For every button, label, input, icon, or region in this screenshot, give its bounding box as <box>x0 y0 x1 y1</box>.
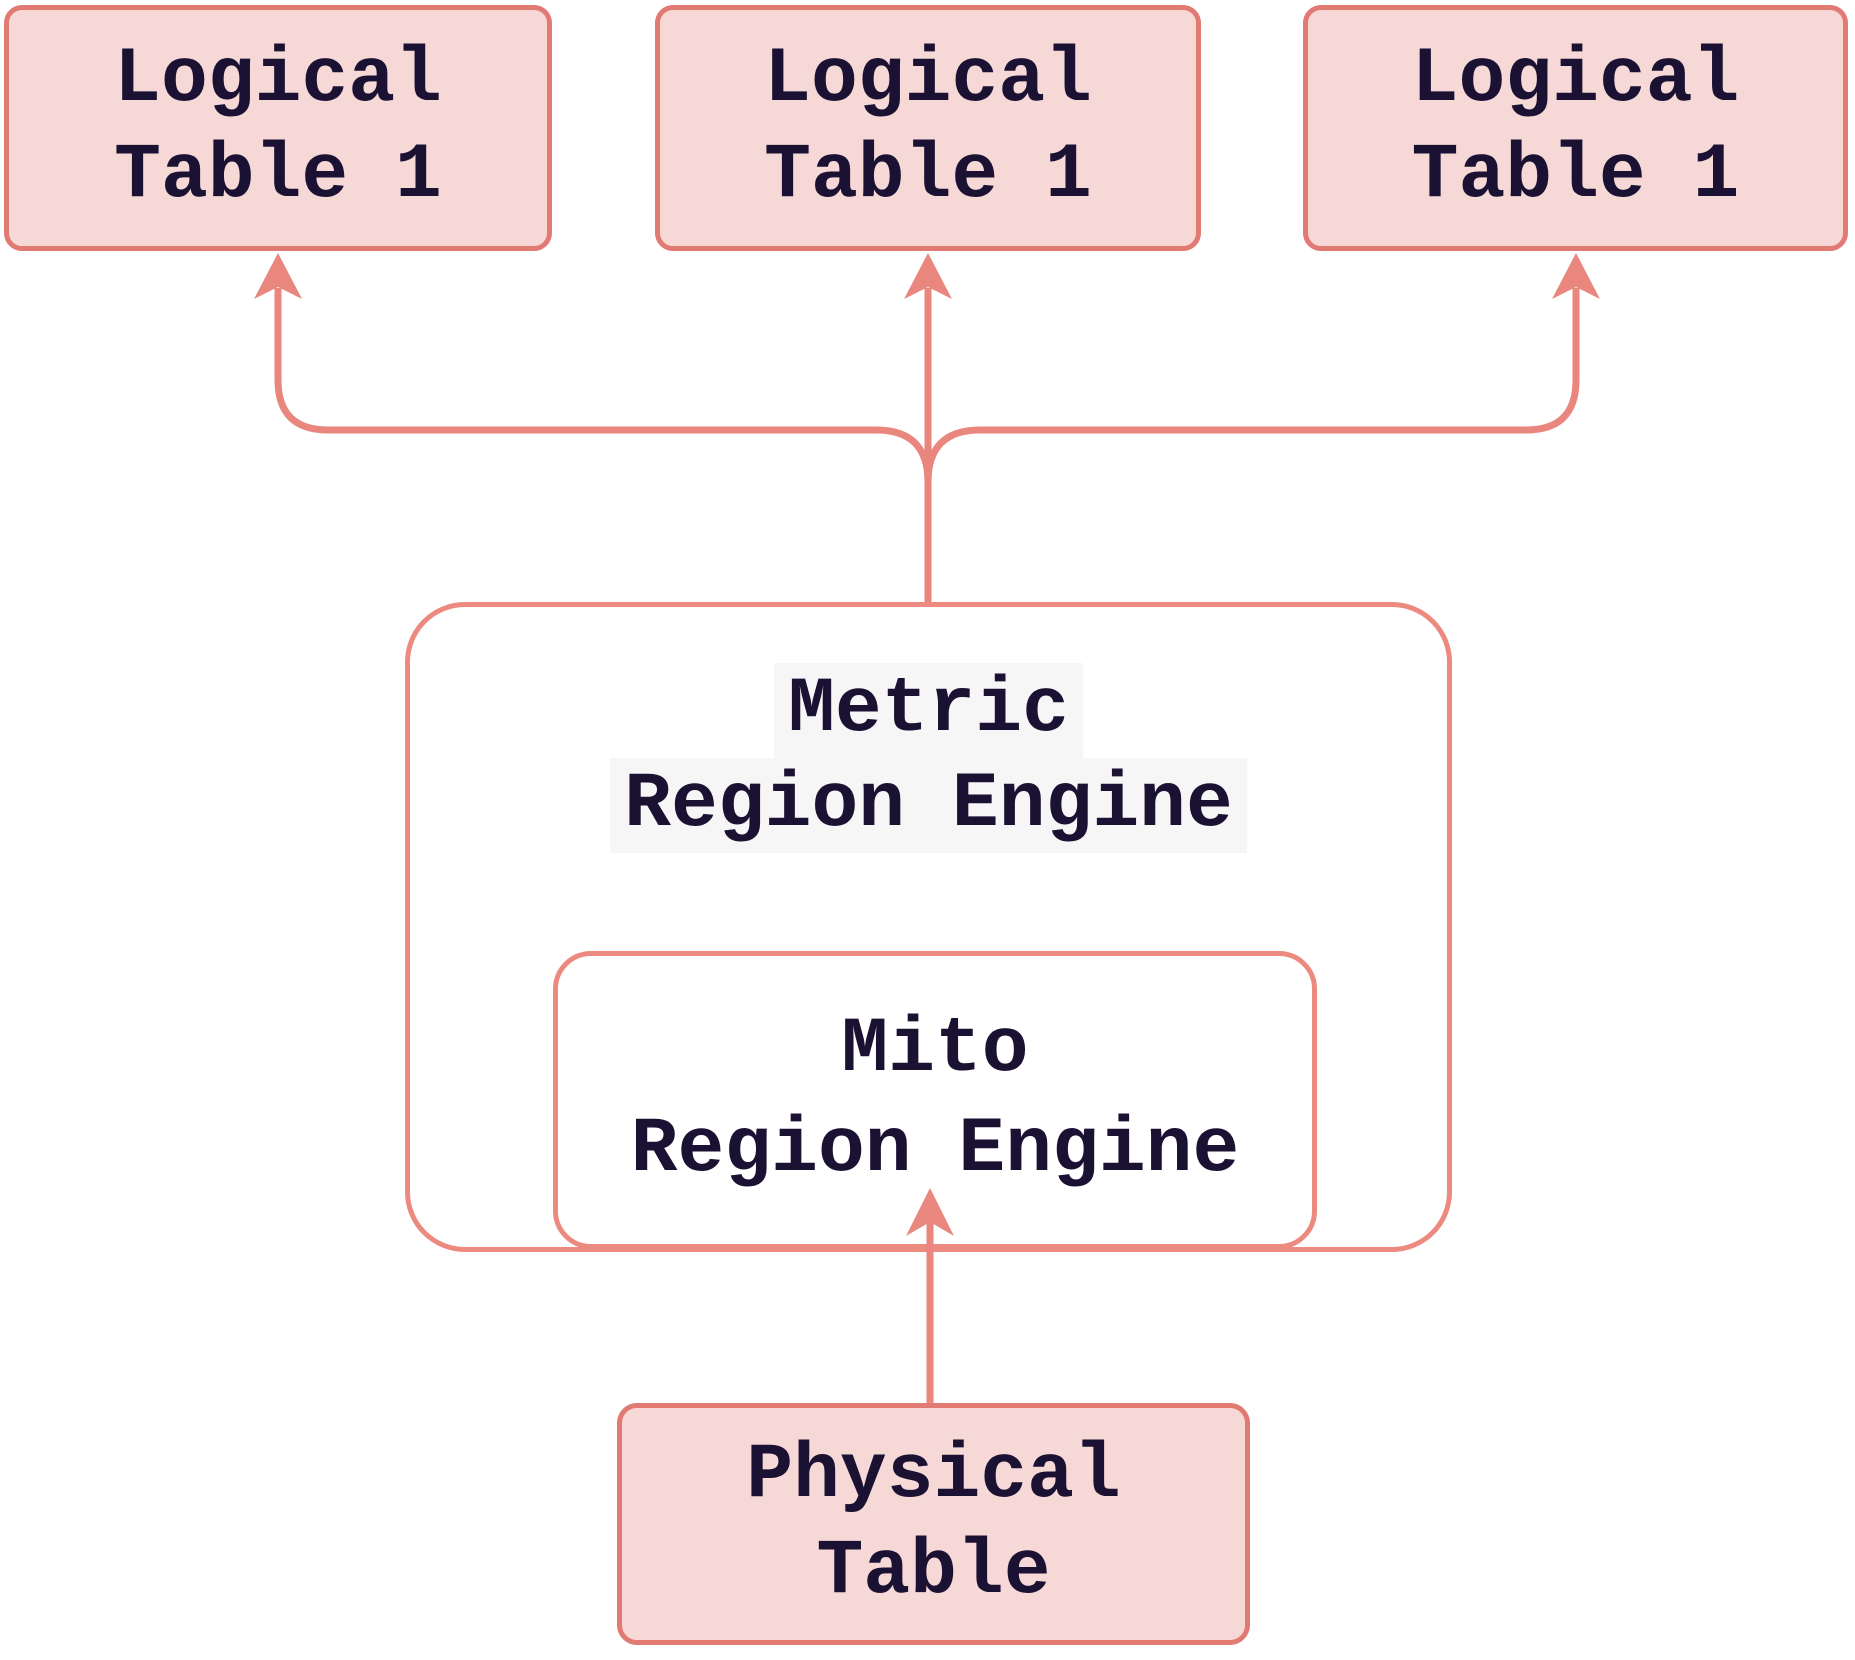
arrowhead-logical2 <box>904 253 952 299</box>
logical-table-node-2: Logical Table 1 <box>655 5 1201 251</box>
logical-table-3-label-line1: Logical <box>1411 36 1740 124</box>
mito-region-engine-node: Mito Region Engine <box>553 951 1317 1249</box>
edge-metric-to-logical3 <box>924 288 1580 483</box>
physical-table-label-line2: Table <box>816 1528 1051 1616</box>
physical-table-label-line1: Physical <box>746 1432 1121 1520</box>
edge-metric-to-logical1 <box>274 288 932 483</box>
metric-engine-label-line1: Metric <box>774 663 1083 758</box>
metric-engine-label-line2: Region Engine <box>610 758 1247 853</box>
logical-table-node-1: Logical Table 1 <box>4 5 552 251</box>
logical-table-1-label-line2: Table 1 <box>114 132 442 220</box>
logical-table-1-label-line1: Logical <box>114 36 442 124</box>
physical-table-node: Physical Table <box>617 1403 1250 1645</box>
logical-table-2-label-line2: Table 1 <box>764 132 1092 220</box>
arrowhead-logical3 <box>1552 253 1600 299</box>
logical-table-node-3: Logical Table 1 <box>1303 5 1848 251</box>
logical-table-3-label-line2: Table 1 <box>1411 132 1740 220</box>
mito-engine-label-line2: Region Engine <box>630 1106 1240 1194</box>
mito-engine-label-line1: Mito <box>841 1006 1029 1094</box>
logical-table-2-label-line1: Logical <box>764 36 1092 124</box>
arrowhead-logical1 <box>254 253 302 299</box>
